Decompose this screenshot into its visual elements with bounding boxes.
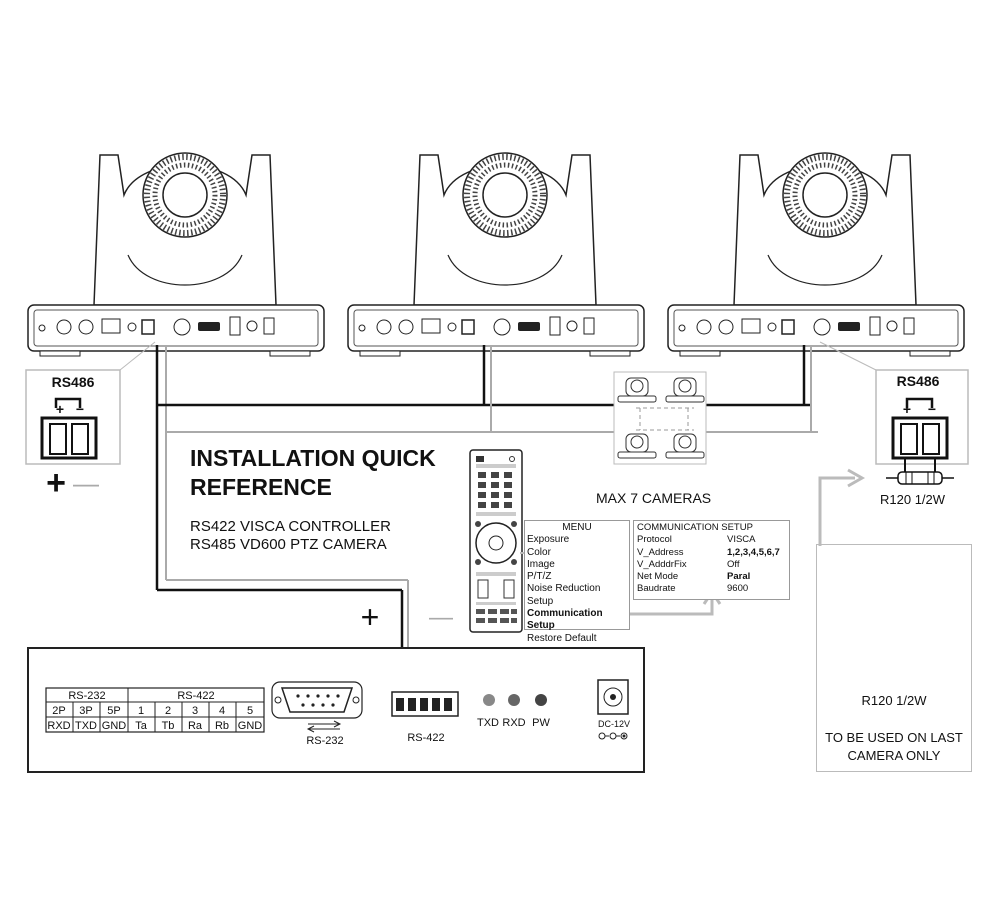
comm-key: Baudrate: [637, 583, 676, 595]
menu-item: P/T/Z: [527, 571, 552, 583]
rs486-label-right: RS486: [897, 373, 940, 389]
comm-value: 1,2,3,4,5,6,7: [727, 546, 780, 558]
rs486-plus-right: +: [903, 401, 911, 417]
note-line-2: CAMERA ONLY: [847, 748, 941, 763]
polarity-minus-controller: —: [429, 604, 453, 631]
pin-cell: 2: [165, 705, 171, 717]
max-cameras-label: MAX 7 CAMERAS: [596, 490, 712, 506]
comm-row: Net Mode Paral: [637, 571, 786, 583]
comm-setup-header: COMMUNICATION SETUP: [637, 522, 753, 533]
rs232-port-label: RS-232: [306, 735, 343, 747]
rs422-port-label: RS-422: [407, 732, 444, 744]
subtitle-line-2: RS485 VD600 PTZ CAMERA: [190, 536, 387, 553]
pin-cell: 5: [247, 705, 253, 717]
arrow-right-icon: [847, 468, 866, 488]
menu-item: Image: [527, 558, 555, 570]
signal-cell: Ta: [135, 720, 148, 732]
comm-key: Protocol: [637, 534, 672, 546]
pin-group-rs232: RS-232: [68, 690, 105, 702]
led-label-txd: TXD: [477, 717, 499, 729]
subtitle-line-1: RS422 VISCA CONTROLLER: [190, 518, 391, 535]
termination-note: R120 1/2W TO BE USED ON LAST CAMERA ONLY: [816, 544, 972, 772]
comm-value: 9600: [727, 583, 749, 595]
pin-table: [45, 687, 265, 733]
comm-row: Protocol VISCA: [637, 534, 786, 546]
pin-group-rs422: RS-422: [177, 690, 214, 702]
ptz-camera-1: [28, 153, 324, 356]
pin-cell: 4: [219, 705, 225, 717]
pin-cell: 3: [192, 705, 198, 717]
title-line-2: REFERENCE: [190, 474, 332, 500]
resistor-label: R120 1/2W: [880, 492, 946, 507]
polarity-minus-left: —: [73, 468, 99, 498]
comm-value: Off: [727, 558, 740, 570]
ptz-camera-3: [668, 153, 964, 356]
signal-cell: TXD: [75, 720, 97, 732]
rs486-plus-left: +: [56, 401, 64, 417]
comm-key: V_AdddrFix: [637, 558, 687, 570]
menu-header: MENU: [562, 522, 592, 533]
page-subtitle: RS422 VISCA CONTROLLER RS485 VD600 PTZ C…: [190, 518, 391, 554]
led-label-pw: PW: [532, 717, 550, 729]
signal-cell: Tb: [162, 720, 175, 732]
communication-setup-menu: COMMUNICATION SETUP Protocol VISCA V_Addr…: [633, 520, 790, 600]
polarity-plus-controller: +: [361, 599, 380, 635]
comm-value: Paral: [727, 571, 751, 583]
remote-control: [469, 449, 523, 633]
rs486-terminal-left: [25, 341, 156, 465]
osd-menu: MENU Exposure Color Image P/T/Z Noise Re…: [524, 520, 630, 644]
ptz-camera-2: [348, 153, 644, 356]
txd-led: [483, 694, 495, 706]
comm-value: VISCA: [727, 534, 756, 546]
comm-row: V_Address 1,2,3,4,5,6,7: [637, 547, 786, 559]
polarity-plus-left: +: [46, 464, 66, 502]
signal-cell: RXD: [47, 720, 70, 732]
menu-item: Setup: [527, 595, 554, 607]
menu-item-communication-setup: Communication Setup: [527, 608, 603, 632]
pin-cell: 3P: [79, 705, 92, 717]
menu-item: Color: [527, 546, 551, 558]
page-title: INSTALLATION QUICK REFERENCE: [190, 444, 436, 502]
comm-key: V_Address: [637, 546, 684, 558]
rs486-terminal-right: [819, 341, 969, 485]
pin-cell: 2P: [52, 705, 65, 717]
pin-cell: 5P: [107, 705, 120, 717]
note-line-1: TO BE USED ON LAST: [825, 730, 963, 745]
signal-cell: GND: [238, 720, 263, 732]
menu-item: Noise Reduction: [527, 583, 601, 595]
note-resistor: R120 1/2W: [861, 693, 927, 708]
led-label-rxd: RXD: [502, 717, 525, 729]
max-cameras-graphic: [613, 371, 707, 465]
menu-item: Restore Default: [527, 632, 597, 644]
rs485-bus-wires: [155, 345, 818, 708]
signal-cell: GND: [102, 720, 127, 732]
comm-key: Net Mode: [637, 571, 679, 583]
pin-cell: 1: [138, 705, 144, 717]
rs486-minus-left: −: [76, 401, 84, 417]
rs486-label-left: RS486: [52, 374, 95, 390]
signal-cell: Ra: [188, 720, 203, 732]
note-text: TO BE USED ON LAST CAMERA ONLY: [817, 729, 971, 765]
dc-label: DC-12V: [598, 719, 630, 729]
rs486-minus-right: −: [928, 401, 936, 417]
comm-row: V_AdddrFix Off: [637, 559, 786, 571]
menu-item: Exposure: [527, 534, 570, 546]
comm-row: Baudrate 9600: [637, 583, 786, 595]
signal-cell: Rb: [215, 720, 229, 732]
title-line-1: INSTALLATION QUICK: [190, 445, 436, 471]
rxd-led: [508, 694, 520, 706]
pw-led: [535, 694, 547, 706]
